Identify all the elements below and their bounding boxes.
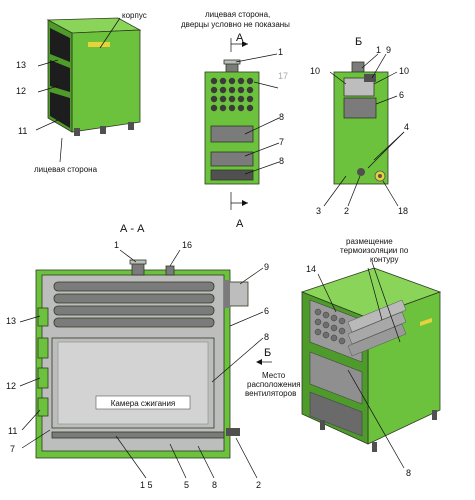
cutaway-view: размещение термоизоляции по контуру [300, 237, 442, 478]
callout-sec-5: 5 [184, 480, 189, 490]
callout-side-2: 2 [344, 206, 349, 216]
insulation-label-2: термоизоляции по [340, 246, 409, 255]
callout-sec-11: 11 [8, 426, 17, 436]
callout-sec-2: 2 [256, 480, 261, 490]
callout-sec-8b: 8 [212, 480, 217, 490]
front-view: лицевая сторона, дверцы условно не показ… [181, 10, 290, 230]
callout-front-7: 7 [279, 137, 284, 147]
callout-side-10a: 10 [310, 66, 320, 76]
perspective-view: корпус 13 12 11 лицевая сторона [16, 11, 147, 174]
fan-label-2: расположения [247, 380, 301, 389]
callout-side-18: 18 [398, 206, 408, 216]
side-view-b: Б 1 9 10 10 6 4 3 2 18 [310, 36, 409, 216]
callout-13-persp: 13 [16, 60, 26, 70]
callout-side-4: 4 [404, 122, 409, 132]
front-caption-1: лицевая сторона, [205, 10, 270, 19]
direction-b: Б [264, 347, 271, 359]
front-caption-2: дверцы условно не показаны [181, 20, 290, 29]
callout-sec-1-top: 1 [114, 240, 119, 250]
callout-sec-13: 13 [6, 316, 16, 326]
callout-side-10b: 10 [399, 66, 409, 76]
section-mark-top: А [236, 32, 244, 44]
section-view: А - А Камера сжигания Б Мест [6, 223, 301, 490]
callout-sec-9: 9 [264, 262, 269, 272]
callout-front-17: 17 [278, 71, 288, 81]
callout-side-1: 1 [376, 45, 381, 55]
callout-front-8b: 8 [279, 156, 284, 166]
callout-front-1: 1 [278, 47, 283, 57]
insulation-label-3: контуру [370, 255, 398, 264]
callout-side-6: 6 [399, 90, 404, 100]
callout-sec-7: 7 [10, 444, 15, 454]
section-mark-bottom: А [236, 218, 244, 230]
section-title: А - А [120, 223, 145, 235]
side-title: Б [355, 36, 362, 48]
callout-side-9: 9 [386, 45, 391, 55]
callout-cut-8: 8 [406, 468, 411, 478]
callout-sec-6: 6 [264, 306, 269, 316]
insulation-label-1: размещение [346, 237, 393, 246]
callout-sec-8: 8 [264, 332, 269, 342]
callout-sec-12: 12 [6, 381, 16, 391]
fan-label-1: Место [262, 371, 286, 380]
callout-sec-16: 16 [182, 240, 192, 250]
callout-11-persp: 11 [18, 126, 27, 136]
callout-12-persp: 12 [16, 86, 26, 96]
chamber-label: Камера сжигания [111, 399, 176, 408]
callout-cut-14: 14 [306, 264, 316, 274]
callout-front-8a: 8 [279, 112, 284, 122]
label-front-side: лицевая сторона [34, 165, 98, 174]
fan-label-3: вентиляторов [245, 389, 296, 398]
callout-side-3: 3 [316, 206, 321, 216]
callout-sec-15: 1 5 [140, 480, 153, 490]
label-body: корпус [122, 11, 147, 20]
